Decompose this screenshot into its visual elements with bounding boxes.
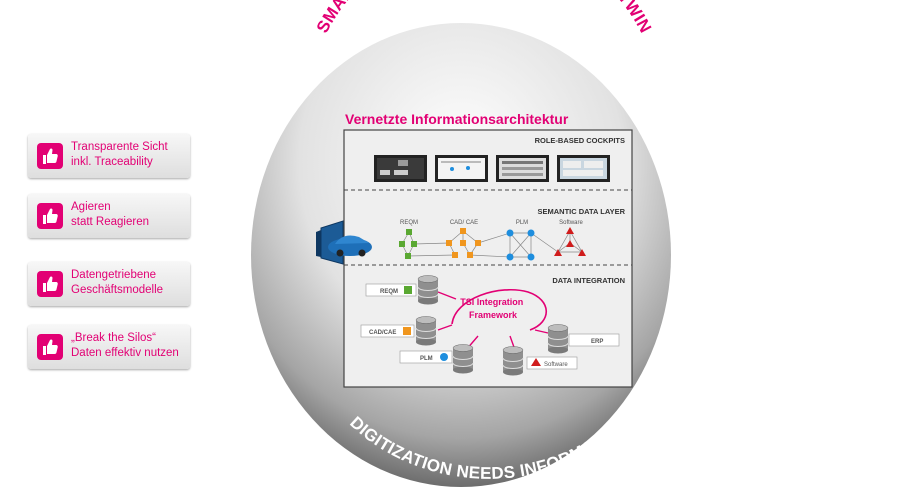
source-tag-reqm: REQM: [365, 283, 417, 297]
source-tag-plm: PLM: [399, 350, 453, 364]
cockpit-monitor: [557, 155, 610, 182]
semantic-graph-nodes: [399, 227, 586, 261]
benefit-card-break-silos: „Break the Silos“ Daten effektiv nutzen: [28, 325, 190, 369]
cockpit-monitor: [496, 155, 549, 182]
database-icon: [547, 324, 569, 354]
graph-label-plm: PLM: [516, 220, 528, 226]
source-tag-erp: ERP: [568, 333, 620, 347]
benefit-label: „Break the Silos“ Daten effektiv nutzen: [71, 332, 179, 359]
benefit-label: Agieren statt Reagieren: [71, 201, 149, 228]
thumbs-up-icon: [37, 334, 63, 360]
svg-text:Software: Software: [544, 362, 568, 368]
framework-label: TSI Integration Framework: [460, 297, 526, 320]
benefit-card-agieren: Agieren statt Reagieren: [28, 194, 190, 238]
source-tag-cad: CAD/CAE: [360, 324, 415, 338]
cockpit-monitor: [435, 155, 488, 182]
graph-label-reqm: REQM: [400, 220, 418, 226]
graph-label-software: Software: [559, 220, 583, 226]
layer-title-cockpits: ROLE-BASED COCKPITS: [535, 136, 625, 145]
thumbs-up-icon: [37, 271, 63, 297]
benefit-card-traceability: Transparente Sicht inkl. Traceability: [28, 134, 190, 178]
database-icon: [502, 346, 524, 376]
architecture-heading: Vernetzte Informationsarchitektur: [345, 111, 569, 127]
thumbs-up-icon: [37, 143, 63, 169]
database-icon: [452, 344, 474, 374]
database-icon: [417, 275, 439, 305]
digital-twin-car-icon: [316, 220, 372, 265]
benefit-card-business-models: Datengetriebene Geschäftsmodelle: [28, 262, 190, 306]
architecture-sphere: SMART ENGINEERING MIT DEM DIGITAL TWIN D…: [251, 0, 671, 487]
benefit-label: Datengetriebene Geschäftsmodelle: [71, 269, 164, 296]
svg-text:CAD/CAE: CAD/CAE: [369, 330, 396, 336]
layer-title-semantic: SEMANTIC DATA LAYER: [537, 207, 625, 216]
svg-text:PLM: PLM: [420, 356, 433, 362]
svg-text:REQM: REQM: [380, 289, 398, 295]
framework-arc: [451, 288, 547, 331]
source-tag-software: Software: [526, 356, 578, 370]
svg-text:ERP: ERP: [591, 339, 603, 345]
database-icon: [415, 316, 437, 346]
layer-title-integration: DATA INTEGRATION: [552, 276, 625, 285]
thumbs-up-icon: [37, 203, 63, 229]
benefit-label: Transparente Sicht inkl. Traceability: [71, 141, 168, 168]
cockpit-monitor: [374, 155, 427, 182]
graph-label-cad: CAD/ CAE: [450, 220, 478, 226]
